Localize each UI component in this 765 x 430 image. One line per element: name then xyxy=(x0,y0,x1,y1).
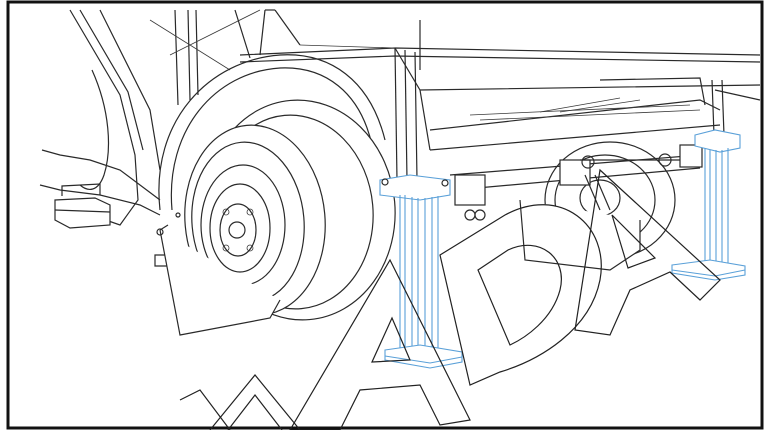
watermark xyxy=(179,168,721,430)
left-frame-structure xyxy=(39,9,266,267)
dual-wheel-assembly xyxy=(156,54,396,336)
rear-wheel xyxy=(519,141,676,271)
support-leg-left xyxy=(379,174,463,369)
frame-posts xyxy=(394,47,725,181)
drawing-border xyxy=(6,0,764,430)
axle-suspension xyxy=(449,144,703,221)
support-leg-right xyxy=(671,129,746,281)
